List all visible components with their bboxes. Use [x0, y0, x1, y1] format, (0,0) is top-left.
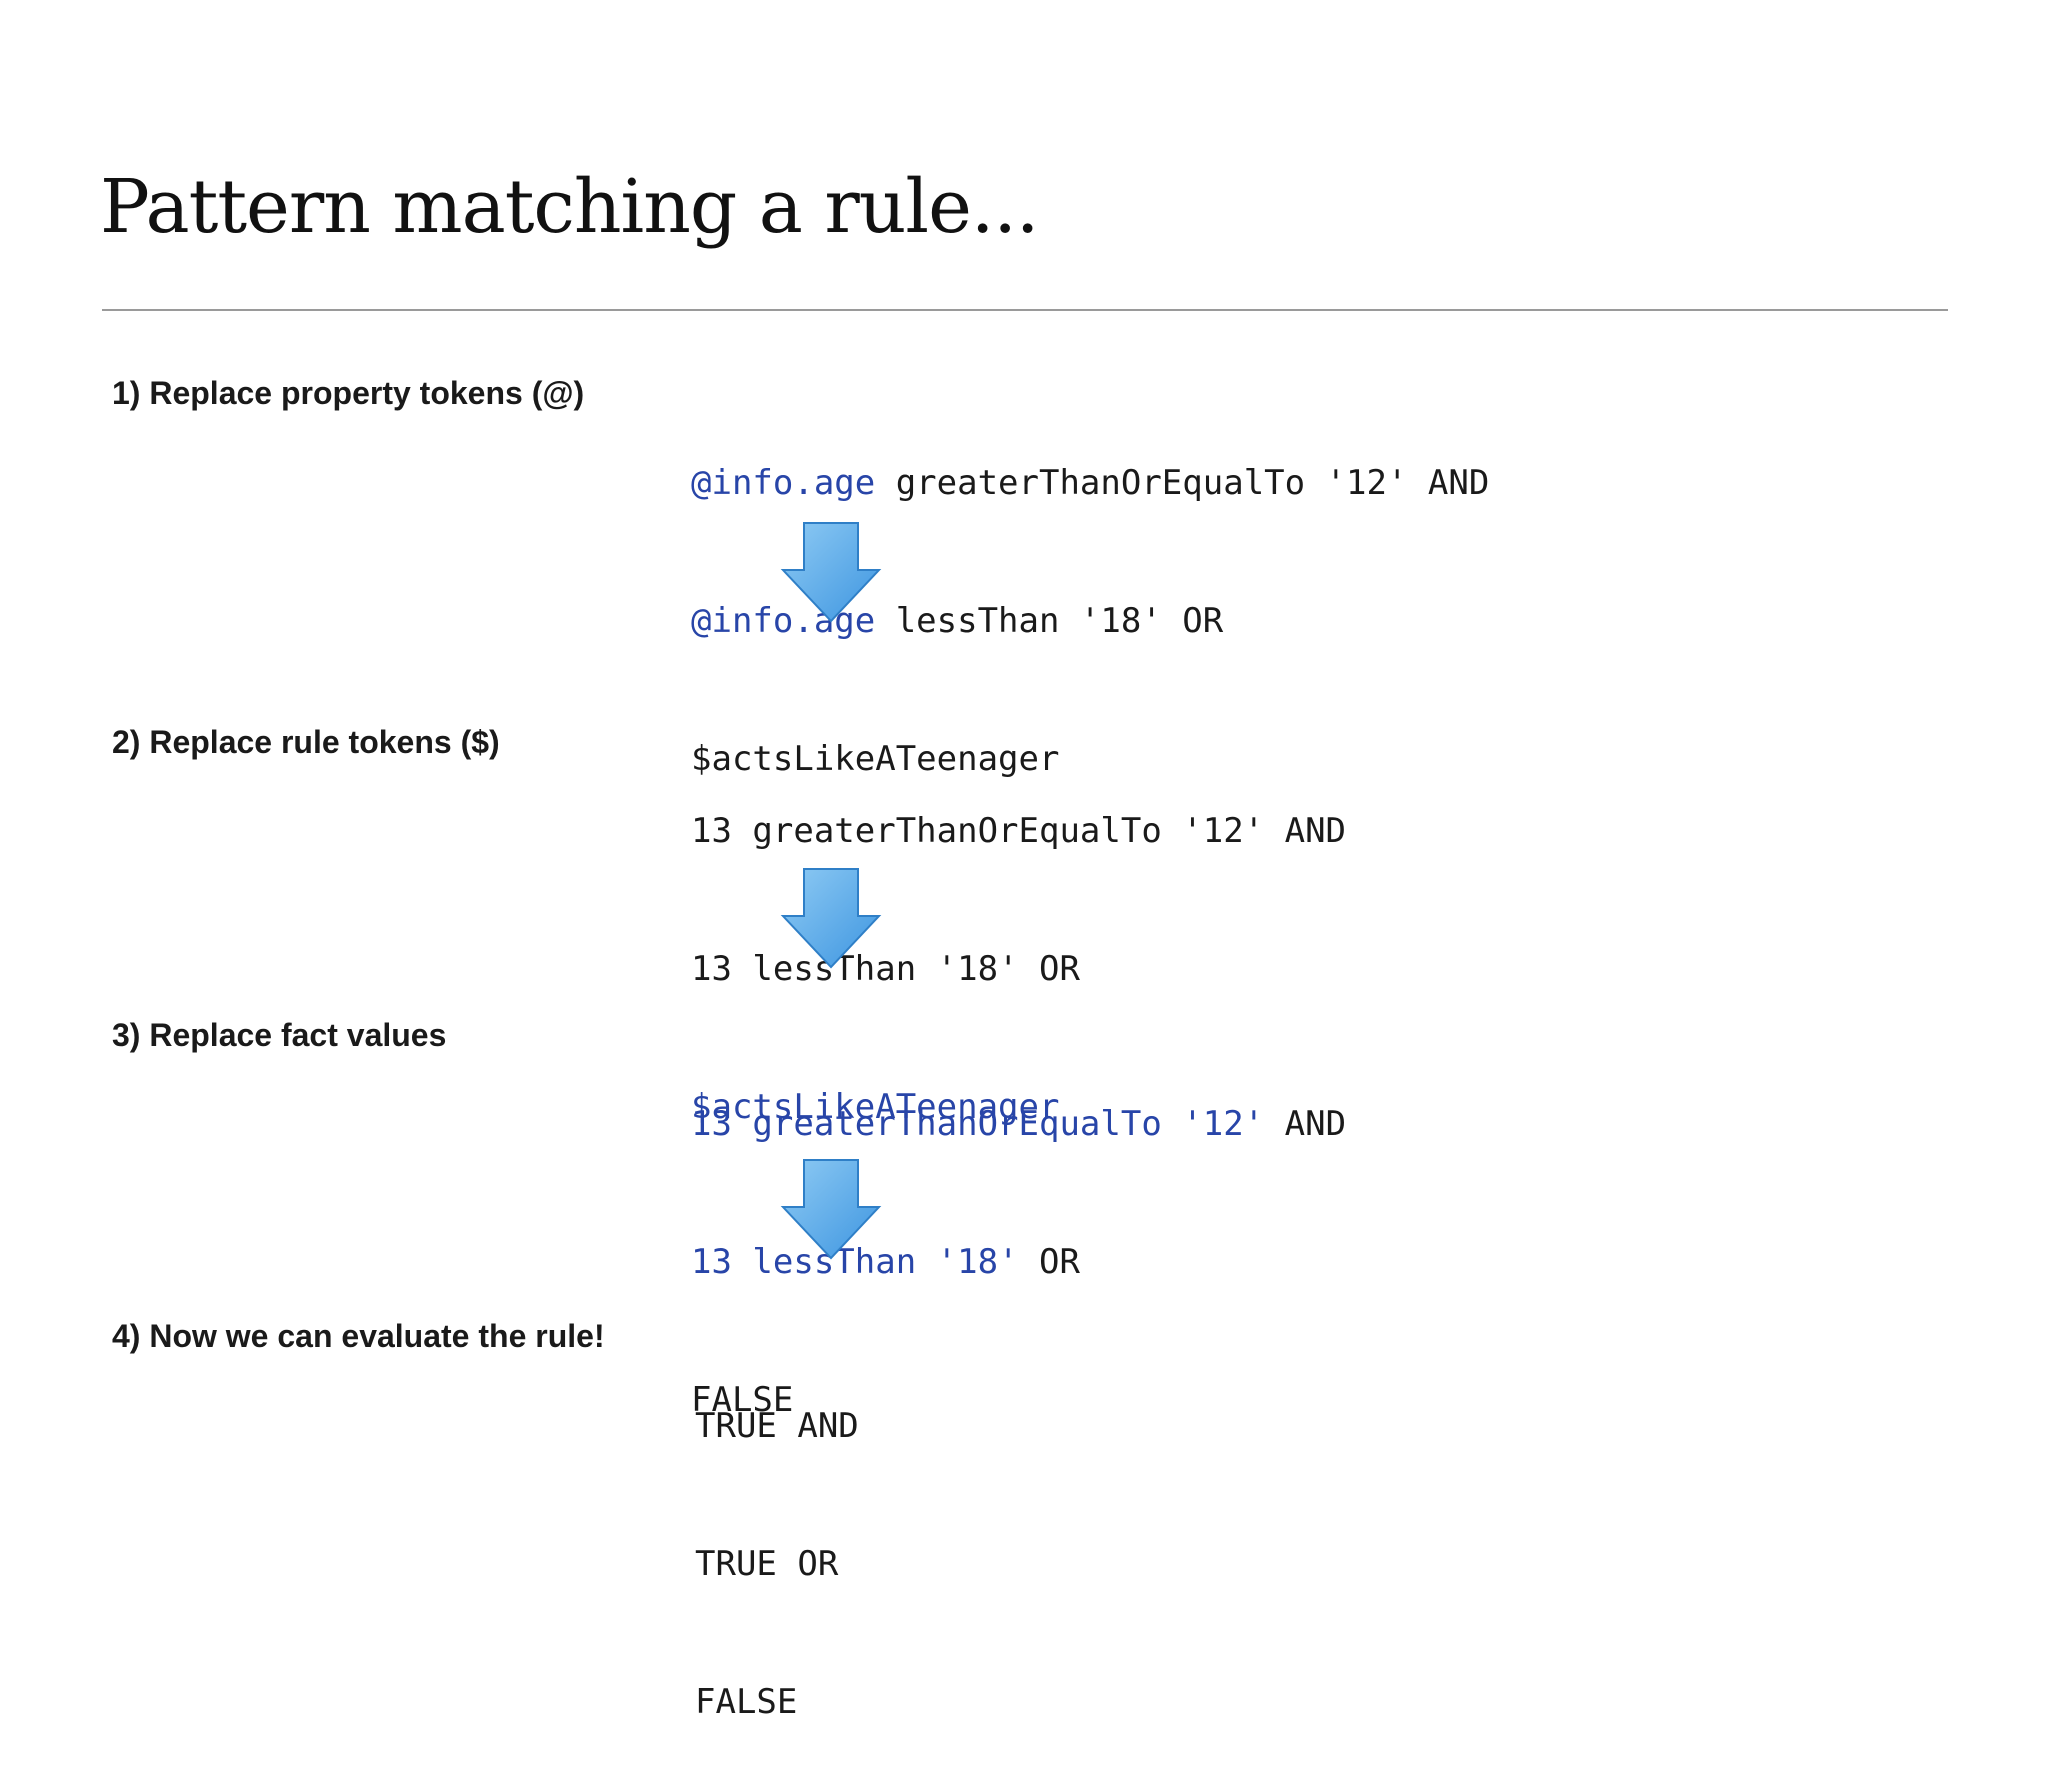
code-text: greaterThanOrEqualTo '12' AND: [875, 463, 1490, 503]
code-line: FALSE: [695, 1679, 859, 1725]
step-1-label: 1) Replace property tokens (@): [112, 375, 585, 411]
code-line: TRUE AND: [695, 1403, 859, 1449]
code-text: FALSE: [695, 1682, 798, 1722]
step-2-label: 2) Replace rule tokens ($): [112, 724, 500, 760]
code-text: 13 lessThan '18' OR: [691, 949, 1080, 989]
code-line: @info.age greaterThanOrEqualTo '12' AND: [691, 460, 1489, 506]
code-line: FALSE: [691, 1377, 1346, 1423]
code-text: lessThan '18' OR: [875, 601, 1224, 641]
highlighted-token: $actsLikeATeenager: [691, 1087, 1060, 1127]
code-line: $actsLikeATeenager: [691, 1084, 1346, 1130]
code-text: $actsLikeATeenager: [691, 739, 1060, 779]
arrow-down-icon: [780, 868, 882, 969]
title-divider: [102, 309, 1948, 311]
code-line: TRUE OR: [695, 1541, 859, 1587]
code-text: AND: [1264, 1104, 1347, 1144]
step-1-code: @info.age greaterThanOrEqualTo '12' AND …: [691, 368, 1489, 828]
highlighted-token: 13 greaterThanOrEqualTo '12': [691, 1104, 1265, 1144]
code-line: 13 greaterThanOrEqualTo '12' AND: [691, 808, 1346, 854]
step-2-code: 13 greaterThanOrEqualTo '12' AND 13 less…: [691, 716, 1346, 1176]
arrow-down-icon: [780, 522, 882, 623]
step-3-label: 3) Replace fact values: [112, 1017, 447, 1053]
code-line: 13 greaterThanOrEqualTo '12' AND: [691, 1101, 1346, 1147]
code-text: FALSE: [691, 1380, 794, 1420]
code-text: TRUE AND: [695, 1406, 859, 1446]
slide-title: Pattern matching a rule...: [100, 164, 1039, 250]
code-text: OR: [1018, 1242, 1080, 1282]
code-line: $actsLikeATeenager: [691, 736, 1489, 782]
code-text: 13 greaterThanOrEqualTo '12' AND: [691, 811, 1347, 851]
arrow-down-icon: [780, 1159, 882, 1260]
highlighted-token: @info.age: [691, 463, 876, 503]
step-4-code: TRUE AND TRUE OR FALSE: [695, 1311, 859, 1771]
code-text: TRUE OR: [695, 1544, 839, 1584]
step-4-label: 4) Now we can evaluate the rule!: [112, 1318, 605, 1354]
code-line: 13 lessThan '18' OR: [691, 946, 1346, 992]
code-line: @info.age lessThan '18' OR: [691, 598, 1489, 644]
